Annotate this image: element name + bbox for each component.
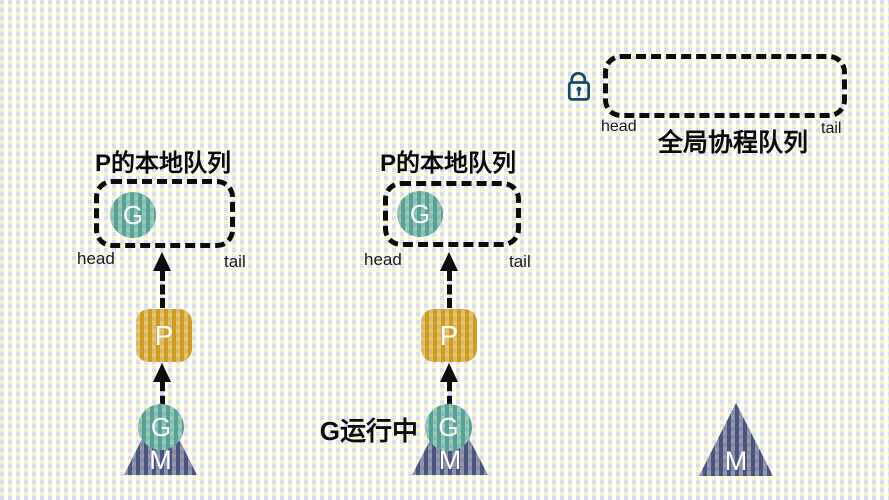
arrowhead-up-icon (440, 363, 458, 382)
global-queue-title: 全局协程队列 (657, 129, 808, 157)
local-queue-1-head-label: head (77, 249, 115, 268)
unlock-icon (567, 71, 590, 101)
arrowhead-up-icon (153, 252, 171, 271)
processor-1: P (136, 309, 192, 362)
arrow-dashed-shaft (159, 271, 165, 308)
queued-goroutine-1: G (110, 192, 156, 238)
running-status-label: G运行中 (319, 416, 418, 446)
local-queue-2-head-label: head (364, 250, 402, 269)
local-queue-2-rect (383, 181, 521, 247)
local-queue-1-rect (94, 179, 235, 248)
arrowhead-up-icon (440, 252, 458, 271)
arrow-dashed-shaft (446, 271, 452, 308)
arrow-p1-to-queue1 (153, 252, 171, 308)
local-queue-1-title: P的本地队列 (94, 150, 231, 177)
arrow-g1-to-p1 (153, 363, 171, 405)
arrow-p2-to-queue2 (440, 252, 458, 308)
arrow-dashed-shaft (159, 382, 165, 405)
running-goroutine-1: G (138, 404, 184, 450)
global-queue-rect (603, 54, 847, 118)
global-queue-tail-label: tail (821, 120, 842, 137)
global-queue-head-label: head (601, 118, 637, 135)
running-goroutine-2: G (425, 404, 472, 451)
processor-2: P (421, 309, 477, 362)
queued-goroutine-2: G (397, 191, 443, 237)
arrow-dashed-shaft (446, 382, 452, 405)
local-queue-2-tail-label: tail (509, 252, 531, 271)
arrow-g2-to-p2 (440, 363, 458, 405)
local-queue-2-title: P的本地队列 (379, 150, 516, 177)
idle-machine (699, 403, 773, 476)
arrowhead-up-icon (153, 363, 171, 382)
local-queue-1-tail-label: tail (224, 252, 246, 271)
